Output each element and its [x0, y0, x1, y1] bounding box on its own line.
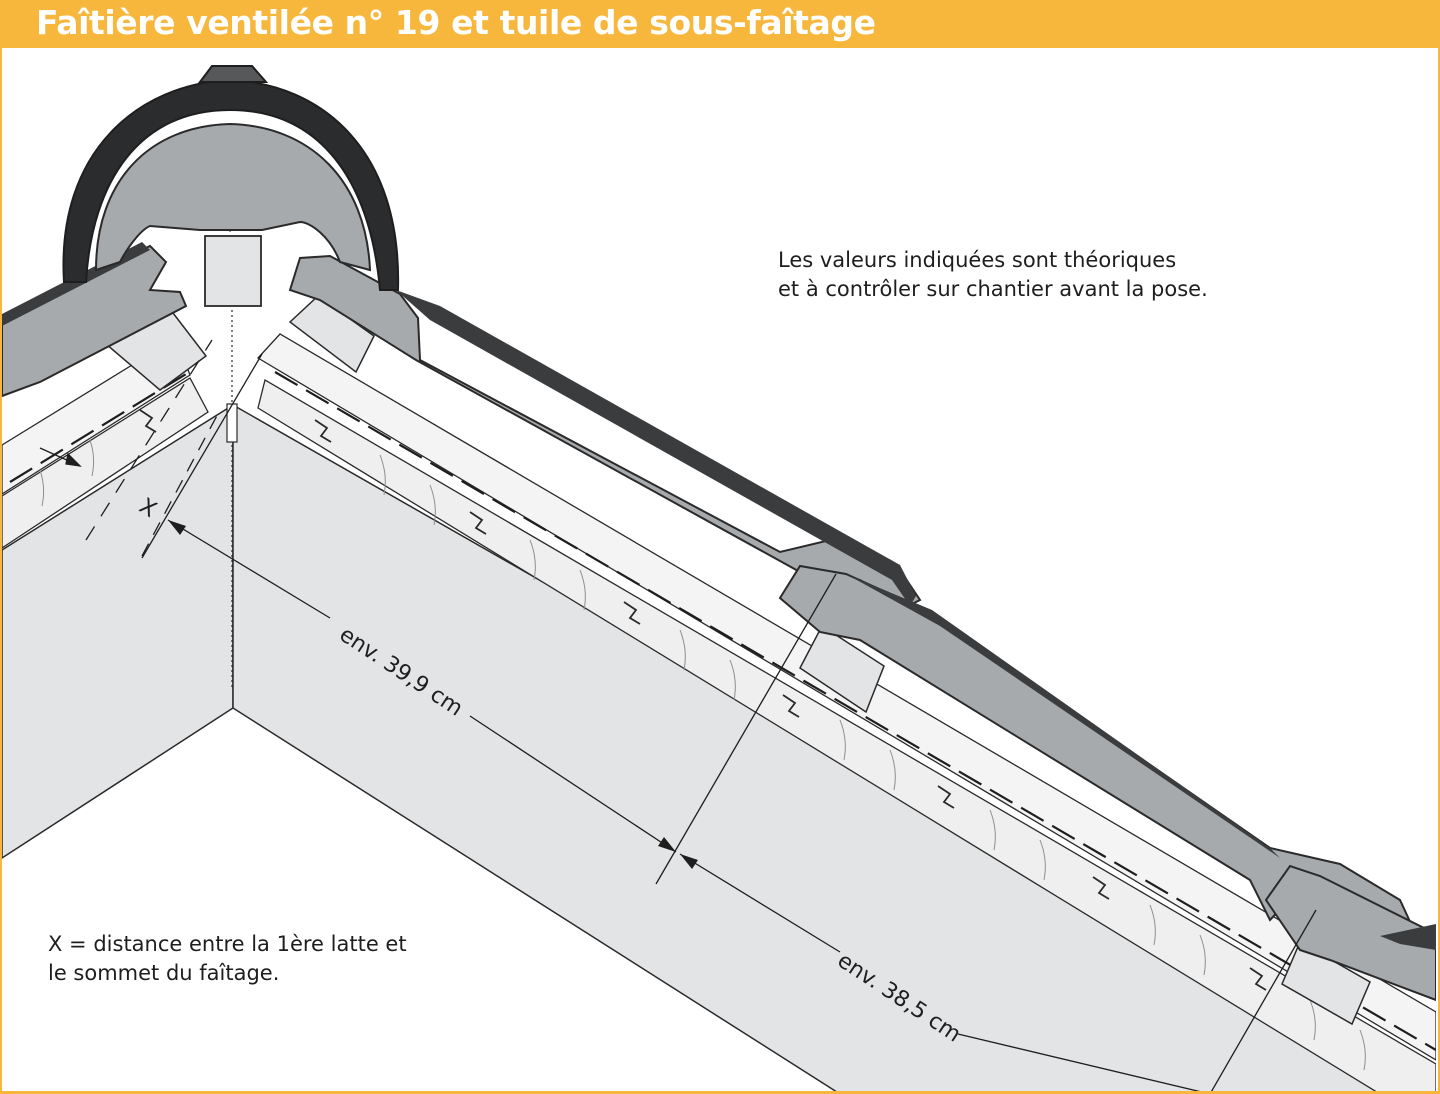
tile-right-next: [1264, 864, 1436, 1002]
tile-batten-lower: [1281, 940, 1371, 1026]
theoretical-values-line-1: Les valeurs indiquées sont théoriques: [778, 248, 1177, 272]
x-definition-note: X = distance entre la 1ère latte et le s…: [48, 930, 407, 988]
dimension-x: [39, 339, 221, 557]
dimension-second-spacing: [679, 853, 1317, 1091]
x-definition-line-2: le sommet du faîtage.: [48, 961, 280, 985]
wood-grain: [39, 439, 1366, 1071]
underlay-membrane: [9, 371, 1436, 1051]
page-title: Faîtière ventilée n° 19 et tuile de sous…: [36, 3, 876, 42]
ridge-tile: [62, 65, 400, 291]
theoretical-values-note: Les valeurs indiquées sont théoriques et…: [778, 246, 1208, 304]
dimension-first-spacing: [141, 353, 837, 885]
header-bar: Faîtière ventilée n° 19 et tuile de sous…: [0, 0, 1440, 48]
roof-ridge-diagram: X env. 39,9 cm env. 38,5 cm: [2, 65, 1436, 1091]
rafter-left: [2, 403, 234, 859]
batten-notches: [139, 409, 1267, 991]
tile-batten-mid: [799, 624, 885, 714]
theoretical-values-line-2: et à contrôler sur chantier avant la pos…: [778, 277, 1208, 301]
tile-right-top: [288, 254, 922, 612]
counter-batten-left: [2, 337, 209, 549]
ridge-batten-right: [288, 295, 375, 374]
x-definition-line-1: X = distance entre la 1ère latte et: [48, 932, 407, 956]
